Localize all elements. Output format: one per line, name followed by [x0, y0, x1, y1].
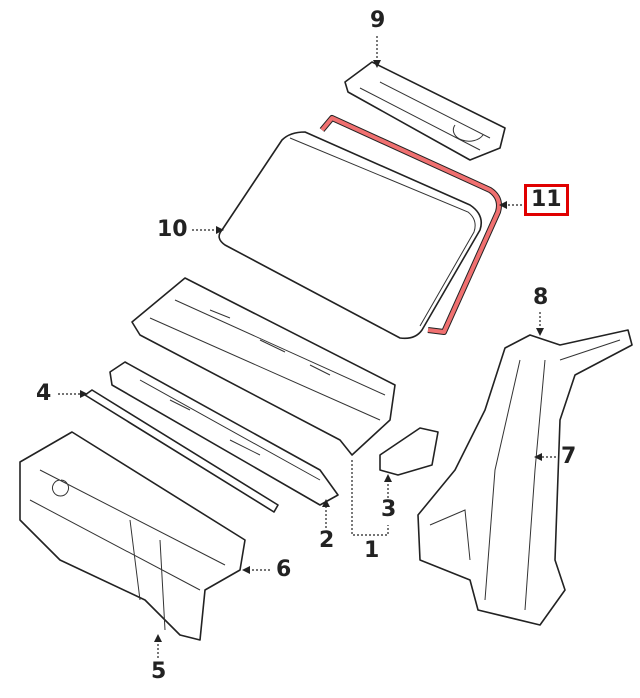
part-7-a-pillar[interactable]: [417, 329, 633, 626]
callout-6[interactable]: 6: [276, 557, 292, 582]
part-3-bracket[interactable]: [379, 427, 439, 476]
part-1-cowl-upper[interactable]: [131, 277, 396, 456]
part-2-cowl-lower[interactable]: [109, 361, 339, 506]
part-4-reinforcement[interactable]: [84, 389, 279, 513]
leader-lines: [58, 36, 556, 658]
callout-1[interactable]: 1: [364, 538, 380, 563]
callout-7[interactable]: 7: [561, 444, 577, 469]
part-11-windshield-weatherstrip[interactable]: [319, 115, 502, 335]
callout-8[interactable]: 8: [533, 285, 549, 310]
callout-3[interactable]: 3: [381, 497, 397, 522]
part-6-dash-panel[interactable]: [19, 431, 246, 641]
callout-11-highlighted[interactable]: 11: [524, 184, 569, 216]
callout-2[interactable]: 2: [319, 528, 335, 553]
part-9-cowl-top[interactable]: [344, 61, 506, 161]
callout-5[interactable]: 5: [151, 659, 167, 684]
callout-10[interactable]: 10: [157, 217, 188, 242]
callout-4[interactable]: 4: [36, 381, 52, 406]
part-10-windshield-glass[interactable]: [218, 131, 483, 340]
callout-9[interactable]: 9: [370, 8, 386, 33]
